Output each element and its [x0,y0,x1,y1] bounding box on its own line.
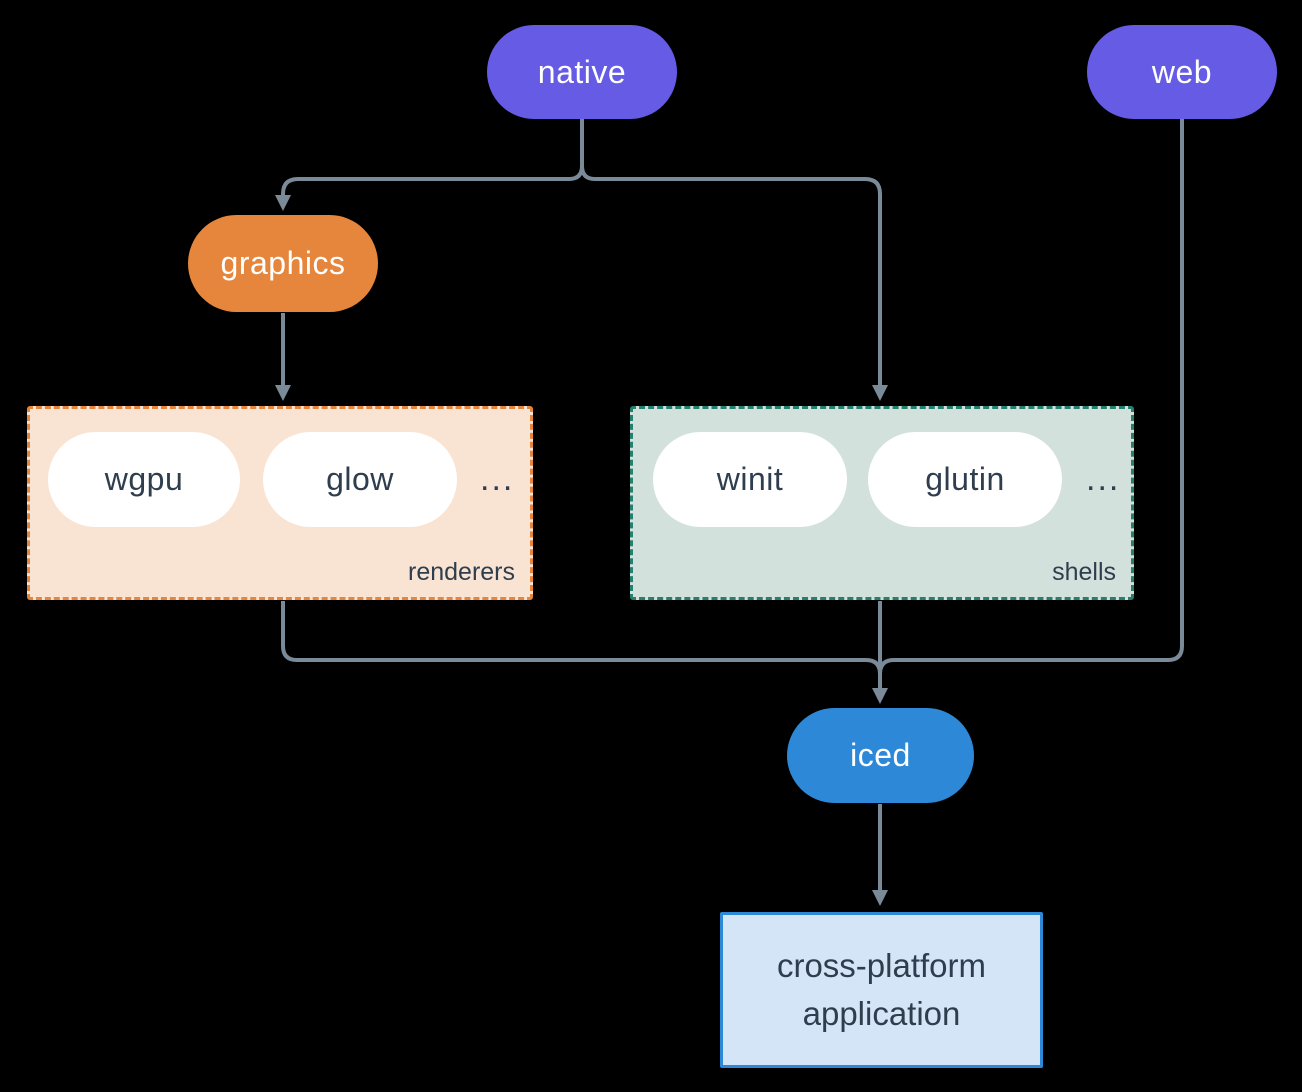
node-wgpu: wgpu [48,432,240,527]
group-renderers: wgpu glow ... renderers [27,406,533,600]
arrowhead-into-application [872,890,888,906]
node-winit: winit [653,432,847,527]
node-iced: iced [787,708,974,803]
application-label-line1: cross-platform [776,947,987,984]
node-glutin: glutin [868,432,1062,527]
edge-renderers-iced [281,601,882,675]
node-native: native [487,25,677,119]
node-glow: glow [263,432,457,527]
renderers-ellipsis: ... [480,460,515,498]
shells-group-label: shells [1052,558,1116,586]
arrowhead-into-renderers [275,385,291,401]
edge-native-graphics [281,165,584,196]
node-graphics: graphics [188,215,378,312]
group-shells: winit glutin ... shells [630,406,1134,600]
shells-ellipsis: ... [1086,460,1121,498]
renderers-group-label: renderers [408,558,515,586]
arrowhead-into-shells [872,385,888,401]
application-label-line2: application [802,995,961,1032]
edge-native-shells [580,165,882,386]
node-cross-platform-application: cross-platform application [720,912,1043,1068]
node-web: web [1087,25,1277,119]
arrowhead-into-graphics [275,195,291,211]
arrowhead-into-iced [872,688,888,704]
